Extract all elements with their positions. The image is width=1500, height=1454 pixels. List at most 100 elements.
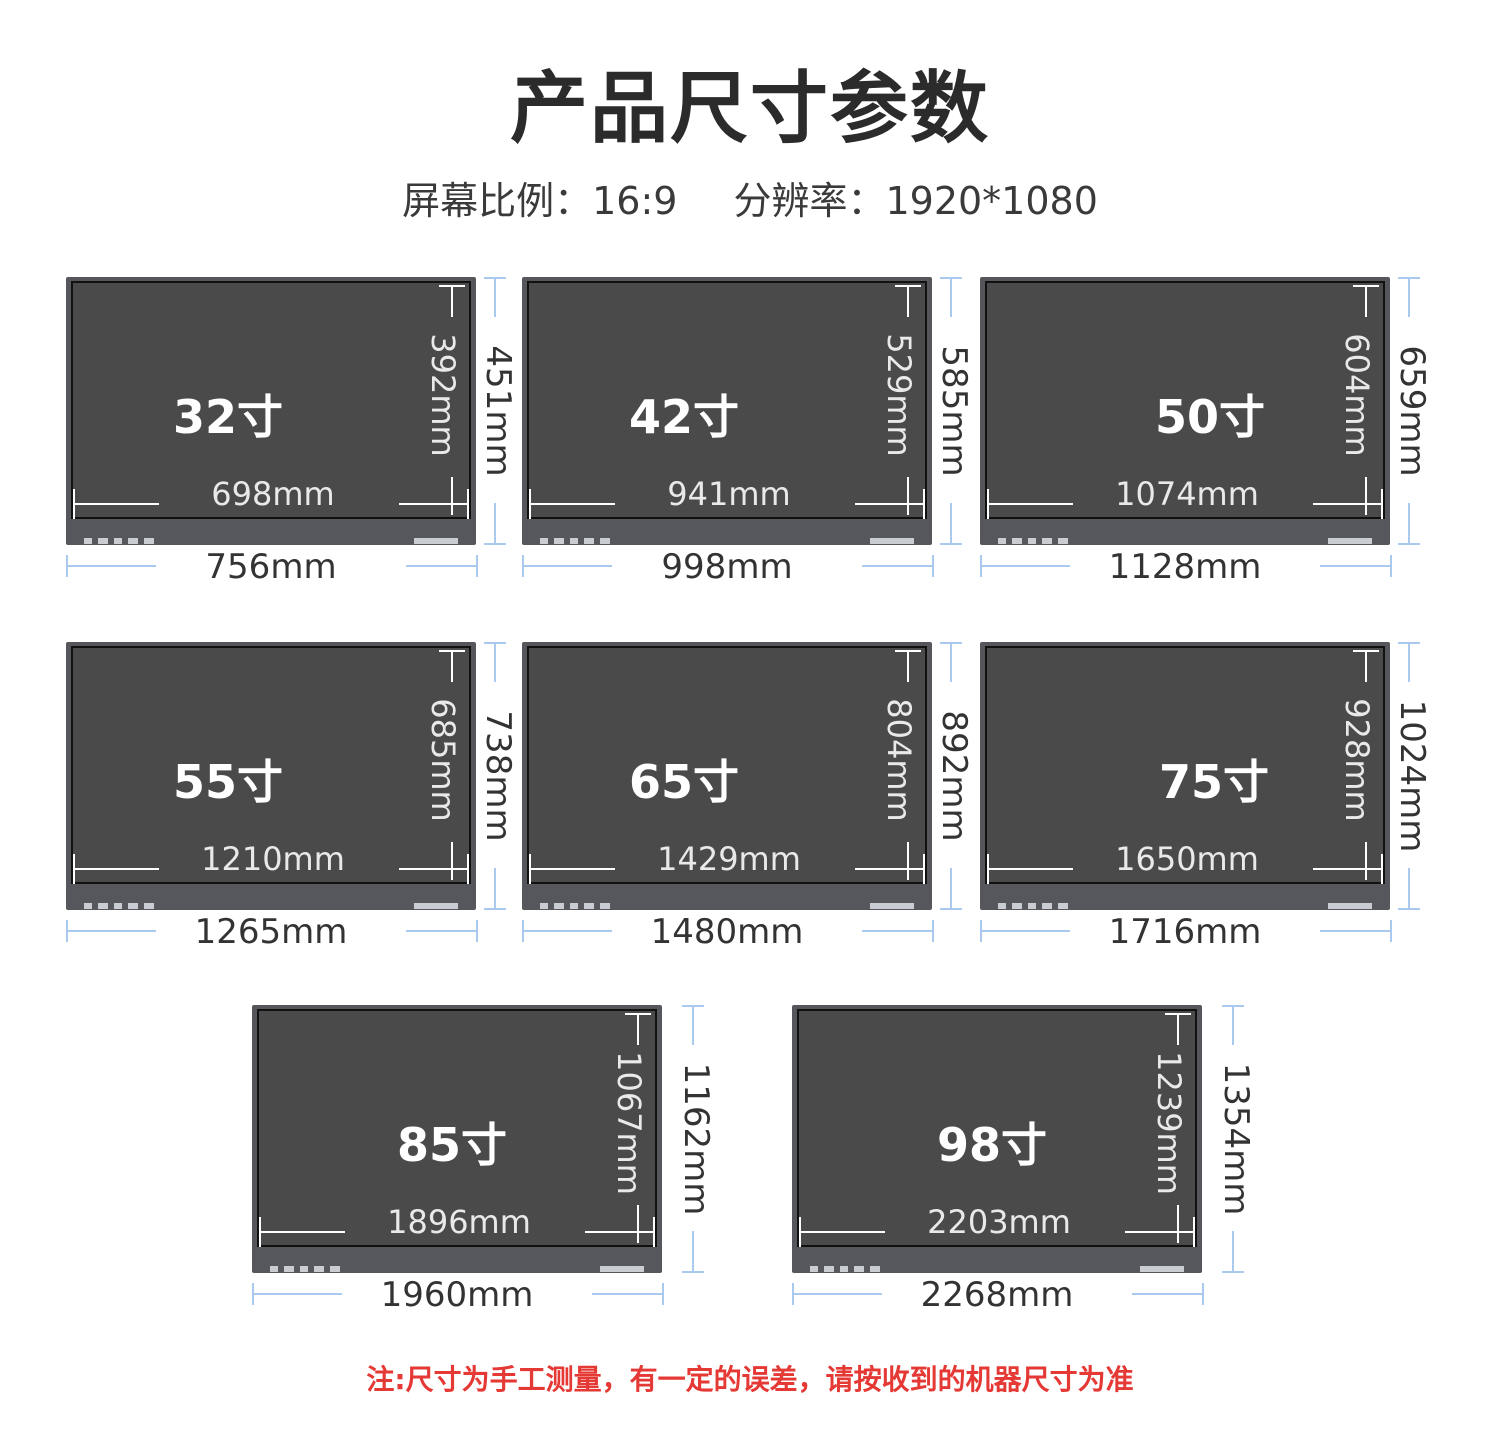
tv-illustration: 32寸 698mm 392mm <box>66 277 476 545</box>
screen-width-line-right <box>855 503 925 505</box>
tv-screen: 65寸 1429mm 804mm <box>527 646 927 884</box>
outer-height-line-bottom <box>494 868 496 910</box>
screen-width-label: 941mm <box>667 475 791 513</box>
outer-width-tick-left <box>252 1283 254 1305</box>
screen-width-tick-right <box>923 854 925 884</box>
screen-height-line-bottom <box>1365 477 1367 515</box>
bezel-buttons <box>270 1257 644 1272</box>
outer-width-label: 998mm <box>661 547 793 587</box>
tv-screen: 55寸 1210mm 685mm <box>71 646 471 884</box>
screen-width-label: 1896mm <box>387 1203 531 1241</box>
outer-height-line-top <box>692 1005 694 1045</box>
outer-width-tick-right <box>1202 1283 1204 1305</box>
outer-height-line-top <box>494 277 496 317</box>
screen-width-label: 1429mm <box>657 840 801 878</box>
outer-width-line-left <box>522 565 612 567</box>
size-label: 42寸 <box>629 390 740 444</box>
outer-width-line-left <box>66 565 156 567</box>
outer-width-line-right <box>862 565 934 567</box>
screen-width-line-left <box>529 868 615 870</box>
size-label: 50寸 <box>1155 390 1266 444</box>
outer-width-tick-left <box>980 555 982 577</box>
tv-illustration: 75寸 1650mm 928mm <box>980 642 1390 910</box>
product-card: 85寸 1896mm 1067mm 1960mm 1162mm <box>252 1005 722 1335</box>
outer-width-line-right <box>406 565 478 567</box>
outer-height-tick-bottom <box>1222 1271 1244 1273</box>
outer-width-tick-right <box>1390 920 1392 942</box>
outer-width-line-right <box>406 930 478 932</box>
bezel-buttons <box>998 894 1372 909</box>
screen-width-tick-left <box>987 854 989 884</box>
outer-height-line-bottom <box>1408 868 1410 910</box>
outer-height-line-top <box>1232 1005 1234 1045</box>
screen-height-line-bottom <box>451 477 453 515</box>
screen-width-line-right <box>399 503 469 505</box>
tv-screen: 85寸 1896mm 1067mm <box>257 1009 657 1247</box>
outer-width-label: 1265mm <box>194 912 348 952</box>
outer-width-tick-right <box>476 920 478 942</box>
screen-width-line-right <box>585 1231 655 1233</box>
screen-height-line-top <box>1365 650 1367 682</box>
screen-width-line-left <box>73 503 159 505</box>
size-label: 98寸 <box>937 1118 1048 1172</box>
screen-height-line-top <box>637 1013 639 1045</box>
outer-width-line-right <box>1320 930 1392 932</box>
outer-height-line-top <box>950 642 952 682</box>
outer-height-tick-bottom <box>1398 908 1420 910</box>
screen-height-line-top <box>1177 1013 1179 1045</box>
outer-height-tick-bottom <box>940 543 962 545</box>
page-title: 产品尺寸参数 <box>509 64 990 154</box>
outer-width-tick-left <box>66 555 68 577</box>
outer-width-tick-right <box>1390 555 1392 577</box>
outer-width-label: 2268mm <box>920 1275 1074 1315</box>
outer-height-tick-bottom <box>1398 543 1420 545</box>
resolution-label: 分辨率： <box>733 179 886 223</box>
screen-height-line-bottom <box>907 477 909 515</box>
screen-height-line-bottom <box>1365 842 1367 880</box>
outer-width-label: 1128mm <box>1108 547 1262 587</box>
tv-screen: 50寸 1074mm 604mm <box>985 281 1385 519</box>
screen-width-tick-left <box>799 1217 801 1247</box>
tv-illustration: 85寸 1896mm 1067mm <box>252 1005 662 1273</box>
screen-width-tick-right <box>1381 489 1383 519</box>
screen-width-tick-right <box>1381 854 1383 884</box>
outer-width-line-right <box>1132 1293 1204 1295</box>
screen-width-tick-right <box>467 489 469 519</box>
screen-width-tick-left <box>259 1217 261 1247</box>
screen-width-line-right <box>1313 868 1383 870</box>
screen-width-tick-left <box>987 489 989 519</box>
product-card: 98寸 2203mm 1239mm 2268mm 1354mm <box>792 1005 1262 1335</box>
tv-screen: 98寸 2203mm 1239mm <box>797 1009 1197 1247</box>
screen-width-label: 1074mm <box>1115 475 1259 513</box>
size-label: 55寸 <box>173 755 284 809</box>
outer-height-tick-bottom <box>484 543 506 545</box>
outer-width-label: 1716mm <box>1108 912 1262 952</box>
outer-height-line-bottom <box>950 503 952 545</box>
outer-height-tick-bottom <box>940 908 962 910</box>
size-label: 75寸 <box>1159 755 1270 809</box>
bezel-buttons <box>998 529 1372 544</box>
size-label: 65寸 <box>629 755 740 809</box>
outer-width-line-right <box>592 1293 664 1295</box>
tv-illustration: 65寸 1429mm 804mm <box>522 642 932 910</box>
product-card: 50寸 1074mm 604mm 1128mm 659mm <box>980 277 1450 607</box>
outer-width-tick-left <box>522 555 524 577</box>
outer-width-line-left <box>252 1293 342 1295</box>
screen-height-line-top <box>451 650 453 682</box>
screen-height-line-top <box>907 285 909 317</box>
outer-height-line-bottom <box>692 1231 694 1273</box>
bezel-buttons <box>84 894 458 909</box>
outer-width-tick-right <box>932 555 934 577</box>
ratio-value: 16:9 <box>592 179 678 223</box>
outer-height-line-top <box>494 642 496 682</box>
screen-width-label: 2203mm <box>927 1203 1071 1241</box>
outer-width-tick-right <box>476 555 478 577</box>
outer-width-line-left <box>522 930 612 932</box>
screen-width-tick-right <box>653 1217 655 1247</box>
outer-width-tick-left <box>980 920 982 942</box>
tv-illustration: 98寸 2203mm 1239mm <box>792 1005 1202 1273</box>
outer-width-line-right <box>1320 565 1392 567</box>
screen-height-line-bottom <box>1177 1205 1179 1243</box>
product-card: 55寸 1210mm 685mm 1265mm 738mm <box>66 642 536 972</box>
